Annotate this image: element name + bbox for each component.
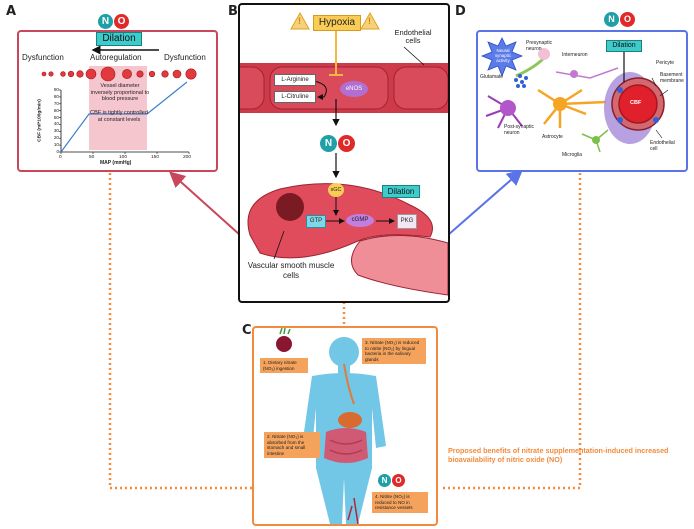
no-molecule-c: N O	[378, 474, 408, 488]
warning-icon-right	[360, 11, 380, 30]
no-molecule-d: N O	[604, 12, 638, 28]
arrow-to-panel-d	[447, 169, 524, 236]
astrocyte-label: Astrocyte	[542, 134, 563, 140]
dotted-line-left	[108, 168, 252, 490]
dysfunction-left: Dysfunction	[22, 53, 64, 62]
xtick: 100	[119, 155, 128, 160]
microglia-label: Microglia	[562, 152, 583, 158]
cgmp-label: cGMP	[346, 214, 374, 227]
panel-c: 1. Dietary nitrate (NO₃) ingestion 3. Ni…	[252, 326, 438, 526]
basement-label: Basement membrane	[660, 72, 684, 84]
body-silhouette	[276, 328, 386, 524]
panel-d-art	[480, 37, 669, 153]
arrow-to-panel-a	[169, 171, 241, 236]
panel-b-art	[240, 11, 448, 296]
o-atom: O	[620, 12, 635, 27]
dysfunction-right: Dysfunction	[164, 53, 206, 62]
xtick: 0	[59, 155, 62, 160]
n-atom: N	[604, 12, 619, 27]
xtick: 50	[89, 155, 95, 160]
enos-label: eNOS	[340, 81, 368, 97]
panel-d: Neural synaptic activity Presynaptic neu…	[476, 30, 688, 172]
interneuron-label: Interneuron	[562, 52, 588, 58]
dotted-line-right	[440, 168, 582, 490]
nucleus	[276, 193, 304, 221]
x-tick-labels: 0 50 100 150 200	[55, 155, 205, 163]
warning-mark-right: !	[368, 16, 371, 26]
cbf-curve	[60, 81, 188, 153]
ytick: 60	[53, 107, 59, 113]
panel-b: ! ! Hypoxia Endothelial cells L-Arginine…	[238, 3, 450, 303]
step-1: 1. Dietary nitrate (NO₃) ingestion	[260, 358, 308, 374]
xtick: 200	[183, 155, 192, 160]
glutamate-label: Glutamate	[480, 74, 504, 80]
y-axis-label: CBF (ml*100g/min)	[37, 99, 43, 142]
l-arginine-label: L-Arginine	[274, 74, 316, 86]
n-atom: N	[378, 474, 391, 487]
warning-mark-left: !	[298, 16, 301, 26]
no-molecule-a: N O	[98, 14, 132, 30]
ytick: 90	[53, 87, 59, 92]
neural-label: Neural synaptic activity	[494, 48, 512, 63]
gtp-label: GTP	[306, 215, 326, 228]
sgc-label: sGC	[328, 183, 344, 197]
l-citruline-label: L-Citruline	[274, 91, 316, 103]
autoregulation-band	[89, 66, 147, 150]
ytick: 30	[53, 128, 59, 134]
vessel-note: Vessel diameter inversely proportional t…	[90, 83, 150, 102]
panel-c-letter: C	[242, 323, 252, 338]
o-atom: O	[114, 14, 129, 29]
ytick: 10	[53, 142, 59, 148]
dilation-label-a: Dilation	[96, 32, 142, 46]
benefits-text: Proposed benefits of nitrate supplementa…	[448, 446, 669, 464]
vessel-circles	[41, 66, 197, 82]
no-molecule-b: N O	[320, 135, 356, 153]
n-atom: N	[98, 14, 113, 29]
ytick: 0	[56, 149, 59, 154]
ytick: 70	[53, 100, 59, 106]
endothelial-label-d: Endothelial cell	[650, 140, 675, 152]
xtick: 150	[151, 155, 160, 160]
o-atom: O	[338, 135, 355, 152]
cbf-label: CBF	[630, 100, 642, 106]
neural-burst	[480, 37, 524, 78]
x-axis-label: MAP (mmHg)	[100, 160, 132, 166]
warning-icon-left	[290, 11, 310, 30]
ytick: 50	[53, 114, 59, 120]
dilation-label-d: Dilation	[606, 40, 642, 52]
pkg-label: PKG	[397, 214, 417, 229]
ytick: 40	[53, 121, 59, 127]
n-atom: N	[320, 135, 337, 152]
endothelial-label: Endothelial cells	[394, 28, 432, 45]
ytick: 80	[53, 93, 59, 99]
presynaptic-label: Presynaptic neuron	[526, 40, 553, 52]
panel-d-letter: D	[455, 4, 466, 19]
postsynaptic-label: Post-synaptic neuron	[504, 124, 535, 136]
dilation-label-b: Dilation	[382, 185, 420, 198]
step-3: 3. Nitrate (NO₃) is reduced to nitrite (…	[362, 338, 426, 365]
step-2: 2. Nitrate (NO₃) is absorbed from the st…	[264, 432, 320, 459]
panel-a-graph	[41, 45, 197, 154]
panel-b-letter: B	[228, 4, 238, 19]
panel-a-letter: A	[6, 4, 17, 19]
o-atom: O	[392, 474, 405, 487]
cbf-note: CBF is tightly controlled at constant le…	[90, 110, 148, 123]
ytick: 20	[53, 135, 59, 141]
hypoxia-label: Hypoxia	[313, 15, 361, 31]
vsmc-label: Vascular smooth muscle cells	[247, 261, 335, 280]
step-4: 4. Nitrite (NO₂) is reduced to NO in res…	[372, 492, 428, 513]
autoregulation-label: Autoregulation	[90, 53, 142, 62]
pericyte-label: Pericyte	[656, 60, 675, 66]
